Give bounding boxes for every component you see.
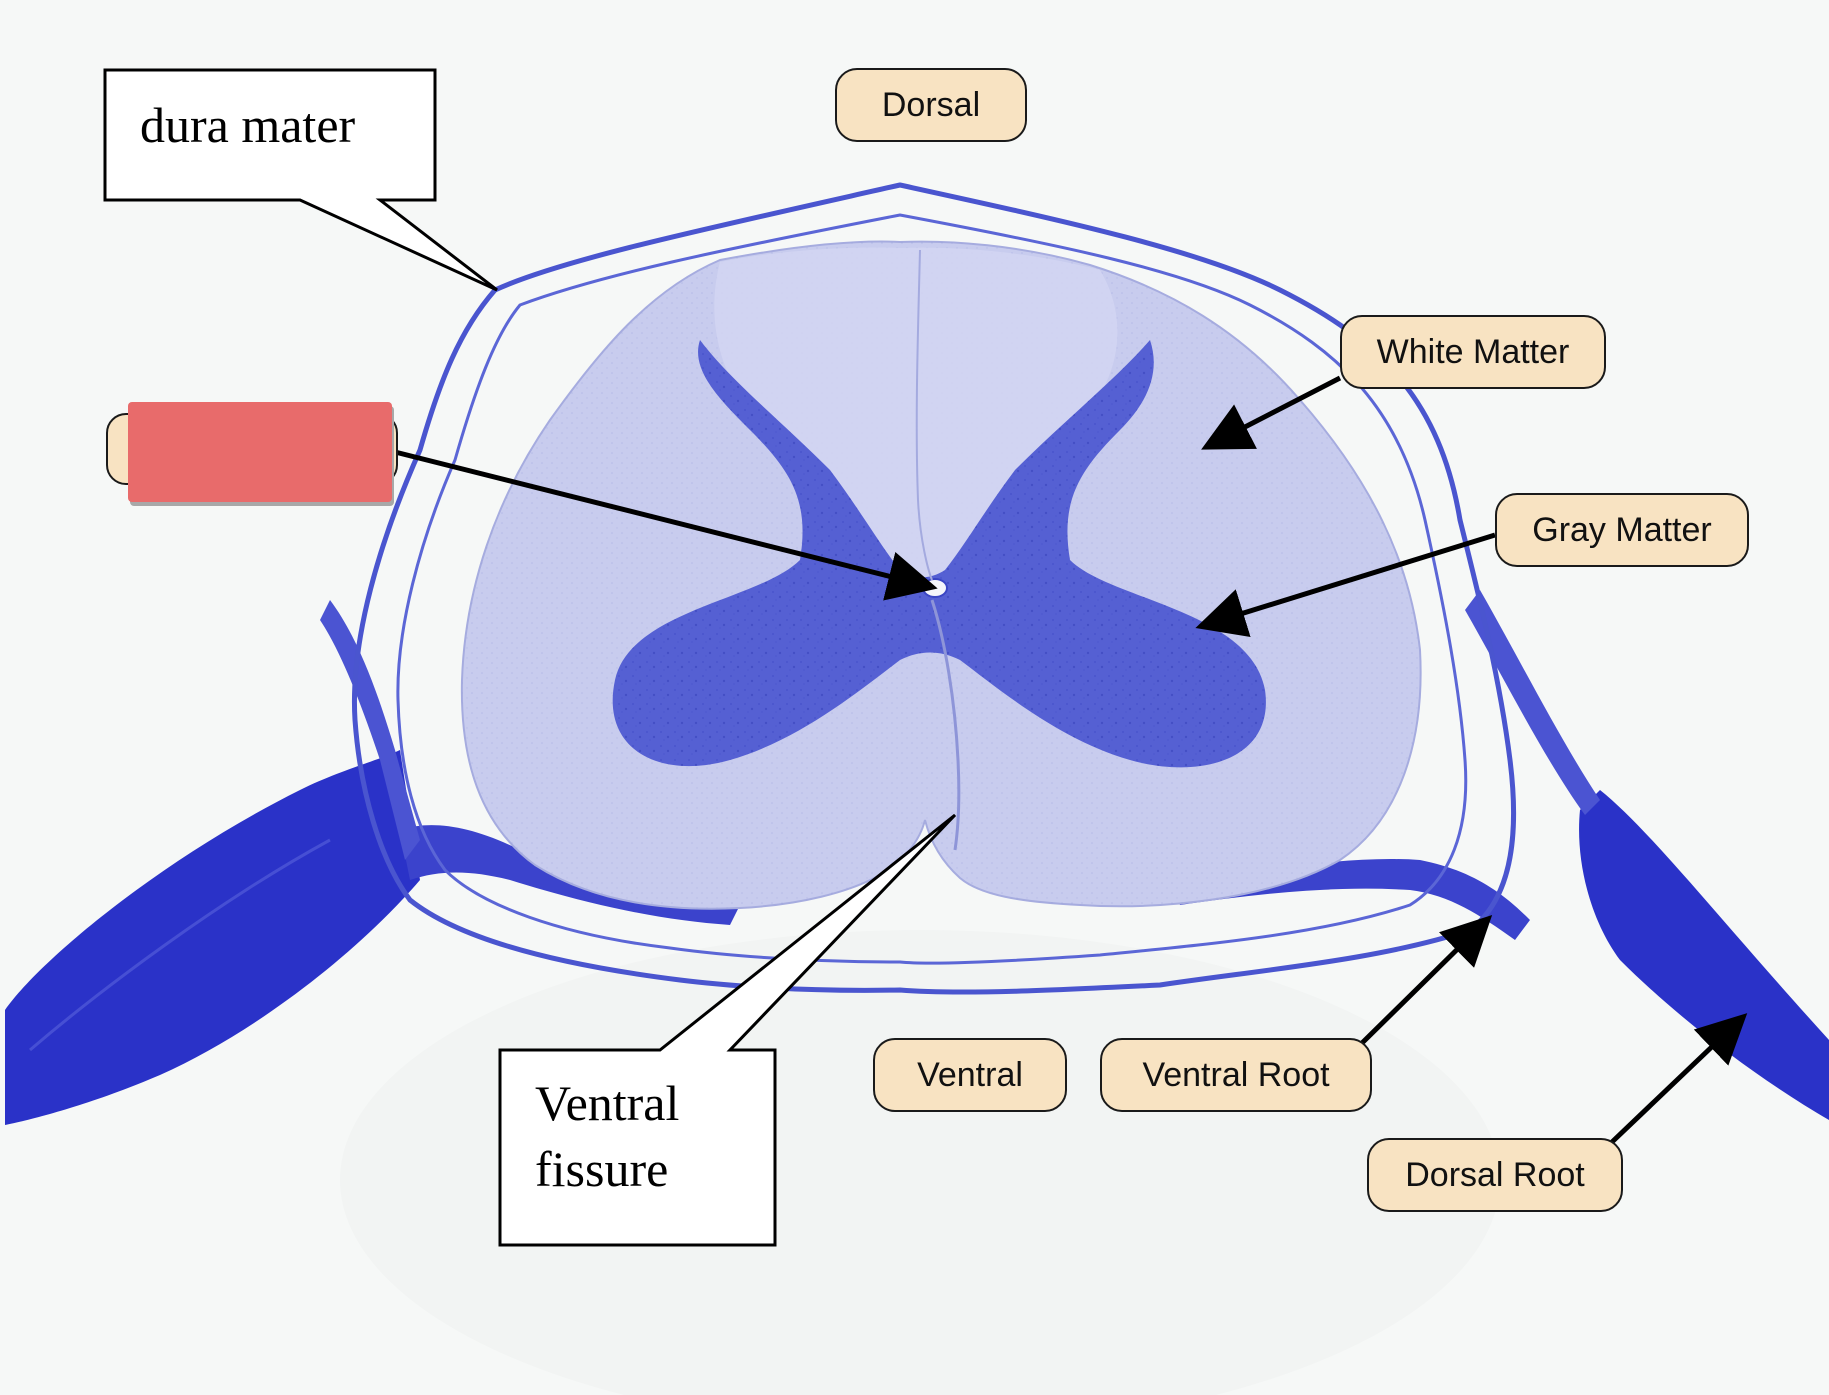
ventral-fissure-callout-box [498, 813, 957, 1247]
left-nerve-inner [29, 838, 331, 1052]
label-white-matter: White Matter [1340, 315, 1606, 389]
ventral-fissure-label-line1: Ventral [535, 1075, 680, 1131]
right-dorsal-root-nerve [1579, 790, 1829, 1120]
ventral-fissure-label-line2: fissure [535, 1141, 669, 1197]
ventral-fissure-callout-text: Ventral fissure [535, 1070, 679, 1202]
label-gray-matter: Gray Matter [1495, 493, 1749, 567]
dura-mater-outline [351, 182, 1517, 995]
dura-mater-callout-text: dura mater [140, 92, 355, 158]
arachnoid-outline [396, 213, 1468, 965]
label-ventral: Ventral [873, 1038, 1067, 1112]
label-dorsal-root: Dorsal Root [1367, 1138, 1623, 1212]
dura-mater-callout-box [103, 68, 498, 292]
gray-matter-texture [612, 340, 1266, 768]
white-matter-arrow [1201, 375, 1342, 450]
left-nerve-sheath [320, 600, 420, 860]
gray-matter-arrow [1195, 532, 1496, 638]
dorsal-root-arrow [1610, 1013, 1748, 1144]
central-canal-arrow [394, 449, 938, 601]
redaction-block [128, 402, 392, 502]
label-ventral-root: Ventral Root [1100, 1038, 1372, 1112]
dura-mater-label: dura mater [140, 97, 356, 153]
left-dorsal-root-nerve [5, 750, 420, 1125]
ventral-fissure-line [930, 599, 961, 851]
ventral-root-arrow [1358, 914, 1493, 1047]
right-nerve-sheath [1465, 590, 1600, 815]
label-dorsal: Dorsal [835, 68, 1027, 142]
